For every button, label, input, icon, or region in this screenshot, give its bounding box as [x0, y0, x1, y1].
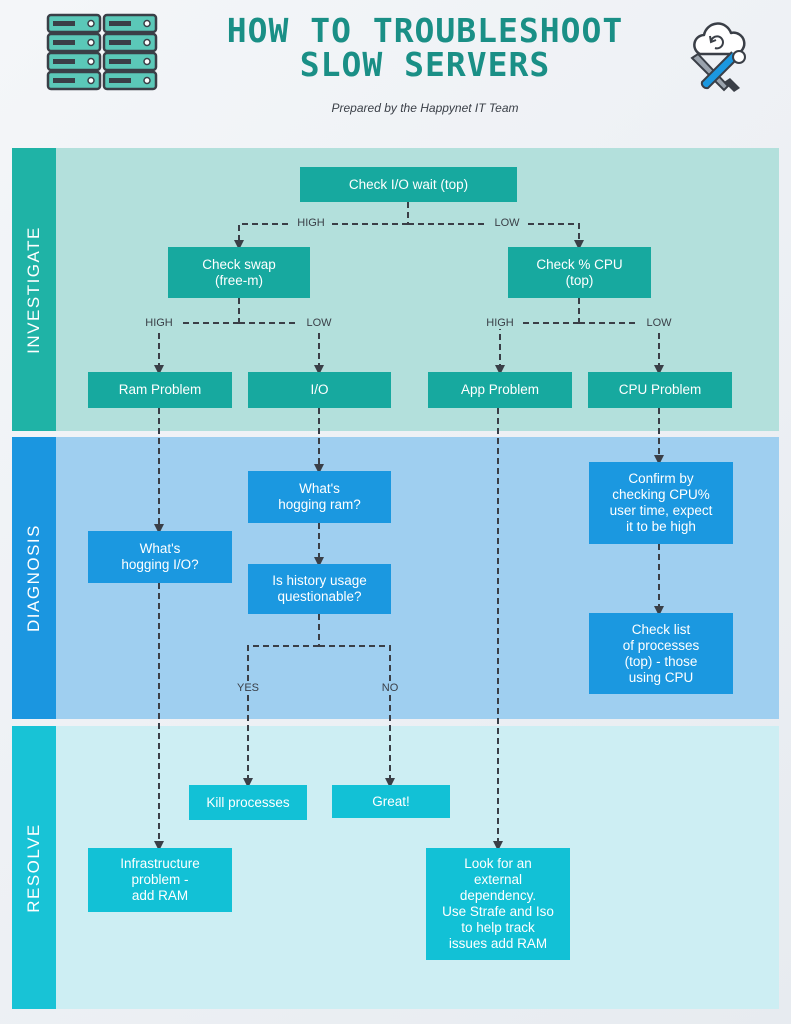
edge-label-io-low: LOW [487, 217, 527, 229]
server-rack-icon [46, 13, 158, 91]
node-infrastructure: Infrastructure problem - add RAM [88, 848, 232, 912]
node-whats-hogging-io: What's hogging I/O? [88, 531, 232, 583]
node-great: Great! [332, 785, 450, 818]
node-kill-processes: Kill processes [189, 785, 307, 820]
node-cpu-problem: CPU Problem [588, 372, 732, 408]
edge-label-history-yes: YES [228, 682, 268, 694]
node-ram-problem: Ram Problem [88, 372, 232, 408]
node-app-problem: App Problem [428, 372, 572, 408]
investigate-label-text: INVESTIGATE [24, 225, 43, 354]
node-history-usage: Is history usage questionable? [248, 564, 391, 614]
node-whats-hogging-ram: What's hogging ram? [248, 471, 391, 523]
node-external-dependency: Look for an external dependency. Use Str… [426, 848, 570, 960]
edge-label-swap-high: HIGH [139, 317, 179, 329]
diagnosis-band-label: DIAGNOSIS [12, 437, 56, 719]
investigate-band-label: INVESTIGATE [12, 148, 56, 431]
node-check-processes: Check list of processes (top) - those us… [589, 613, 733, 694]
edge-label-swap-low: LOW [299, 317, 339, 329]
cloud-tools-icon [684, 16, 748, 96]
edge-label-history-no: NO [370, 682, 410, 694]
node-check-swap: Check swap (free-m) [168, 247, 310, 298]
node-check-io-wait: Check I/O wait (top) [300, 167, 517, 202]
edge-label-cpu-low: LOW [639, 317, 679, 329]
node-check-cpu: Check % CPU (top) [508, 247, 651, 298]
edge-label-cpu-high: HIGH [480, 317, 520, 329]
resolve-band-label: RESOLVE [12, 726, 56, 1009]
edge-label-io-high: HIGH [291, 217, 331, 229]
resolve-label-text: RESOLVE [24, 822, 43, 913]
subtitle: Prepared by the Happynet IT Team [331, 101, 519, 115]
node-confirm-cpu: Confirm by checking CPU% user time, expe… [589, 462, 733, 544]
diagnosis-label-text: DIAGNOSIS [24, 524, 43, 632]
page-title: HOW TO TROUBLESHOOT SLOW SERVERS [226, 11, 624, 84]
node-io: I/O [248, 372, 391, 408]
